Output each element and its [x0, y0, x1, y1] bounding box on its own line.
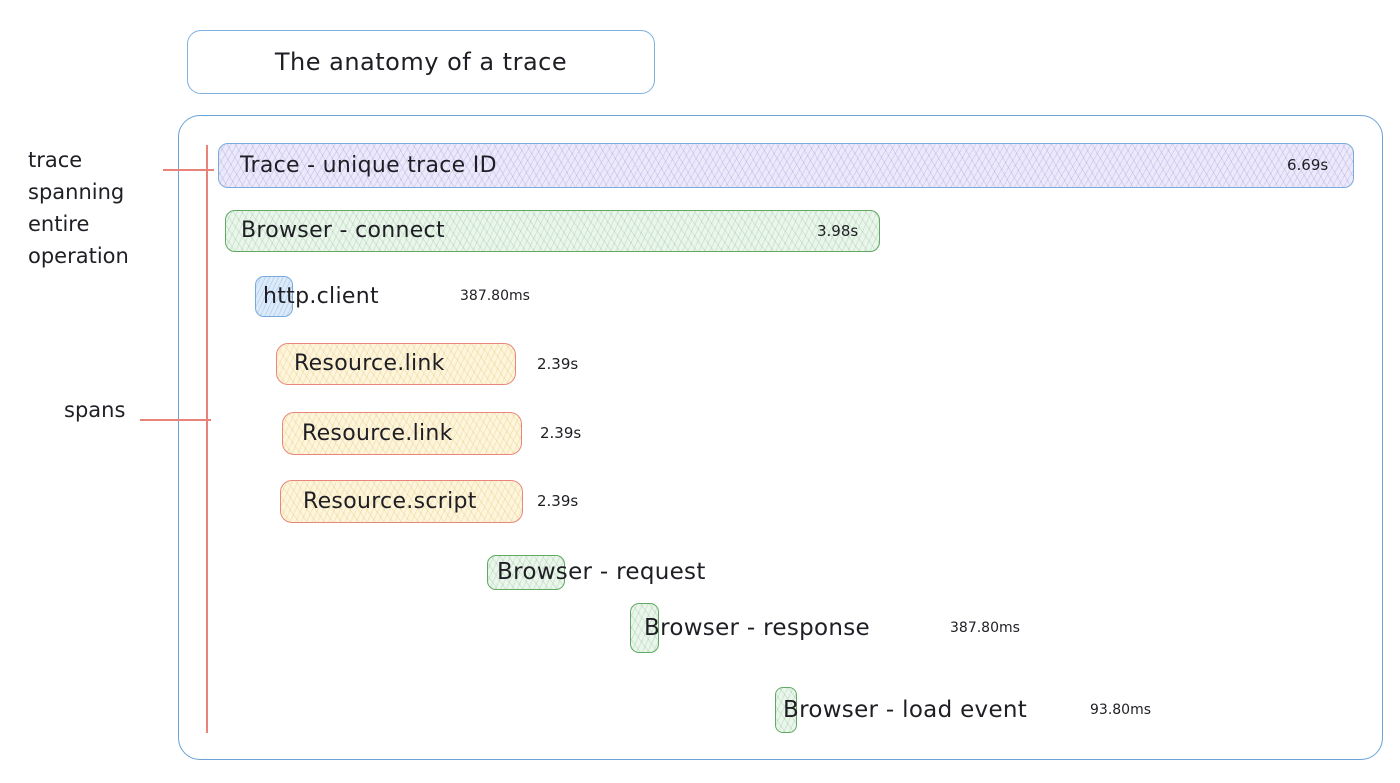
- span-label: http.client: [263, 284, 379, 309]
- annotation-connector-line: [163, 169, 214, 171]
- diagram-title: The anatomy of a trace: [274, 48, 568, 76]
- span-bar-browser-request: [487, 555, 565, 590]
- span-bar-resource-link: [276, 343, 516, 385]
- span-bar-resource-script: [280, 480, 523, 523]
- span-label: Resource.script: [303, 489, 477, 514]
- span-duration: 2.39s: [537, 492, 579, 510]
- span-duration: 93.80ms: [1090, 702, 1152, 718]
- spans-bracket-line: [206, 145, 208, 733]
- trace-span-bar: [218, 143, 1354, 188]
- diagram-title-box: The anatomy of a trace: [187, 30, 655, 94]
- annotation-trace-spanning: trace spanning entire operation: [28, 144, 178, 272]
- annotation-line: operation: [28, 244, 129, 268]
- span-bar-http-client: [255, 276, 293, 317]
- span-label: Resource.link: [302, 421, 453, 446]
- trace-span-duration: 6.69s: [1287, 156, 1329, 174]
- annotation-line: entire: [28, 212, 90, 236]
- span-duration: 2.39s: [537, 355, 579, 373]
- span-label: Browser - response: [644, 615, 870, 641]
- annotation-line: trace: [28, 148, 83, 172]
- span-bar-browser-connect: [225, 210, 880, 252]
- annotation-line: spanning: [28, 180, 125, 204]
- annotation-spans: spans: [64, 398, 126, 422]
- span-duration: 387.80ms: [460, 288, 530, 304]
- span-bar-resource-link: [282, 412, 522, 455]
- span-duration: 2.39s: [540, 424, 582, 442]
- span-label: Browser - connect: [241, 218, 445, 243]
- span-bar-browser-response: [630, 603, 659, 653]
- span-label: Resource.link: [294, 351, 445, 376]
- span-duration: 3.98s: [817, 222, 859, 240]
- span-label: Browser - load event: [783, 697, 1028, 723]
- annotation-connector-line: [140, 419, 211, 421]
- span-label: Browser - request: [497, 559, 706, 585]
- trace-frame: [178, 115, 1383, 760]
- span-duration: 387.80ms: [950, 620, 1020, 636]
- span-bar-browser-load-event: [775, 687, 797, 733]
- trace-span-label: Trace - unique trace ID: [240, 153, 497, 178]
